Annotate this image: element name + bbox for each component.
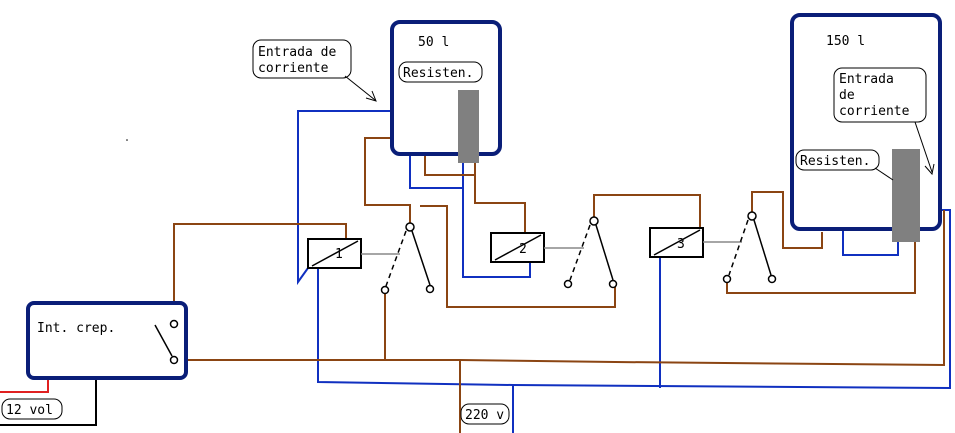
inlet-left-arrow — [344, 75, 376, 101]
contact-1-blade — [411, 230, 431, 286]
contact-3-dashed — [728, 219, 749, 276]
brown-wire-contact3-top — [751, 191, 823, 249]
brown-wire-contact2-top — [593, 194, 701, 228]
contact-1-pivot — [405, 222, 415, 232]
contact-3-terminal-b — [767, 274, 777, 284]
contact-3 — [703, 211, 777, 284]
contact-2-pivot — [589, 216, 599, 226]
blue-wire-large-tank-bottom — [842, 230, 899, 256]
tank-small-label: 50 l — [418, 35, 449, 50]
twilight-switch: Int. crep. — [26, 301, 188, 380]
relay-2-diagonal — [494, 234, 542, 261]
resistor-small — [458, 90, 479, 163]
resistor-large-label-box — [795, 149, 880, 171]
brown-wire-to-contact1 — [420, 205, 616, 308]
contact-2-dashed — [569, 224, 591, 281]
contact-3-terminal-a — [722, 274, 732, 284]
twilight-switch-box — [26, 301, 188, 380]
relay-1-label: 1 — [335, 247, 343, 262]
relay-3-label: 3 — [677, 237, 685, 252]
supply-12v: 12 vol — [1, 398, 63, 420]
contact-1-terminal-a — [380, 285, 390, 295]
relay-3: 3 — [649, 227, 704, 258]
inlet-left-label-box — [252, 39, 352, 79]
resistor-small-label-box — [398, 61, 483, 83]
twilight-switch-blade — [154, 324, 173, 357]
inlet-large-arrowhead — [924, 163, 935, 176]
resistor-large-label: Resisten. — [800, 154, 870, 169]
brown-wire-contact3-bottom — [726, 240, 916, 294]
supply-220v: 220 v — [460, 403, 510, 425]
contact-2 — [544, 216, 618, 289]
blue-wire-main-bus — [317, 209, 951, 390]
contact-1 — [361, 222, 435, 295]
contact-3-pivot — [747, 211, 757, 221]
brown-wire-to-relay2 — [474, 175, 526, 233]
twilight-switch-terminal-top — [169, 319, 179, 329]
blue-wire-small-tank-bottom — [409, 155, 464, 189]
brown-wire-small-tank-left — [364, 137, 411, 227]
contact-1-terminal-b — [425, 284, 435, 294]
relay-1-diagonal — [311, 240, 359, 267]
blue-wire-relay2-feed — [462, 188, 531, 278]
relay-2: 2 — [490, 232, 545, 263]
supply-12v-wires — [0, 378, 97, 426]
inlet-large-arrow — [914, 121, 933, 173]
inlet-large-label-line1: Entrada — [839, 72, 894, 87]
red-wire-12v — [0, 378, 49, 393]
supply-12v-label: 12 vol — [6, 403, 53, 418]
contact-3-blade — [753, 219, 772, 276]
contact-1-dashed — [385, 230, 407, 287]
inlet-large-label-box — [833, 67, 927, 123]
relay-2-label: 2 — [519, 242, 527, 257]
relay-1: 1 — [307, 238, 362, 269]
inlet-left-label-line1: Entrada de — [258, 45, 336, 60]
relay-3-diagonal — [653, 229, 701, 256]
contact-2-blade — [595, 224, 614, 281]
brown-wires — [173, 137, 945, 433]
contact-2-terminal-b — [608, 279, 618, 289]
inlet-large-label-line2: de — [839, 88, 855, 103]
supply-12v-label-box — [1, 398, 63, 420]
inlet-left-label-line2: corriente — [258, 61, 329, 76]
brown-wire-small-tank-inner — [424, 155, 476, 176]
supply-220v-label-box — [460, 403, 510, 425]
supply-220v-label: 220 v — [465, 408, 504, 423]
blue-wires — [297, 110, 951, 433]
contact-2-terminal-a — [563, 279, 573, 289]
tank-small: 50 l Resisten. — [390, 20, 502, 163]
brown-wire-switch-top — [173, 223, 347, 320]
blue-wire-left-tank-feed — [297, 110, 392, 286]
tank-large-label: 150 l — [826, 34, 865, 49]
resistor-large — [892, 149, 920, 242]
inlet-large-label-line3: corriente — [839, 104, 910, 119]
brown-wire-main-common — [177, 210, 945, 367]
stray-dot — [126, 139, 128, 141]
inlet-left-arrowhead — [365, 90, 377, 102]
inlet-left-callout: Entrada de corriente — [252, 39, 377, 102]
twilight-switch-label: Int. crep. — [37, 321, 115, 336]
twilight-switch-terminal-bottom — [169, 355, 179, 365]
black-wire-12v — [0, 378, 97, 426]
resistor-small-label: Resisten. — [403, 66, 473, 81]
resistor-large-pointer — [874, 167, 894, 181]
tank-large: 150 l Entrada de corriente Resisten. — [790, 13, 942, 242]
